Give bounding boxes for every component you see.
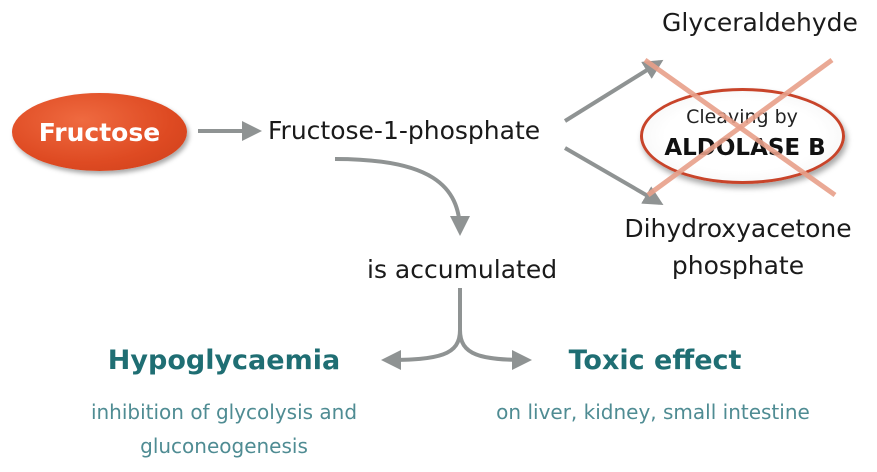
- arrow-f1p-to-dhap: [563, 146, 664, 206]
- hypoglycaemia-line2: gluconeogenesis: [140, 434, 308, 458]
- aldolase-b-label: ALDOLASE B: [664, 135, 826, 161]
- dihydroxyacetone-label: Dihydroxyacetone: [624, 214, 852, 243]
- toxic-effect-line1: on liver, kidney, small intestine: [496, 400, 810, 424]
- accumulated-label: is accumulated: [367, 255, 558, 284]
- arrow-f1p-to-accumulated: [334, 157, 470, 236]
- fructose-label: Fructose: [38, 117, 161, 147]
- fructose-1-phosphate-label: Fructose-1-phosphate: [268, 116, 541, 145]
- glyceraldehyde-label: Glyceraldehyde: [662, 8, 858, 37]
- aldolase-b-node: [640, 88, 845, 184]
- hypoglycaemia-line1: inhibition of glycolysis and: [90, 400, 358, 424]
- fructose-node: Fructose: [12, 93, 187, 171]
- arrow-to-toxic-effect: [458, 329, 532, 370]
- toxic-effect-title: Toxic effect: [568, 345, 742, 376]
- hypoglycaemia-title: Hypoglycaemia: [107, 345, 341, 376]
- arrow-f1p-to-glyceraldehyde: [563, 59, 664, 123]
- phosphate-label: phosphate: [671, 251, 805, 280]
